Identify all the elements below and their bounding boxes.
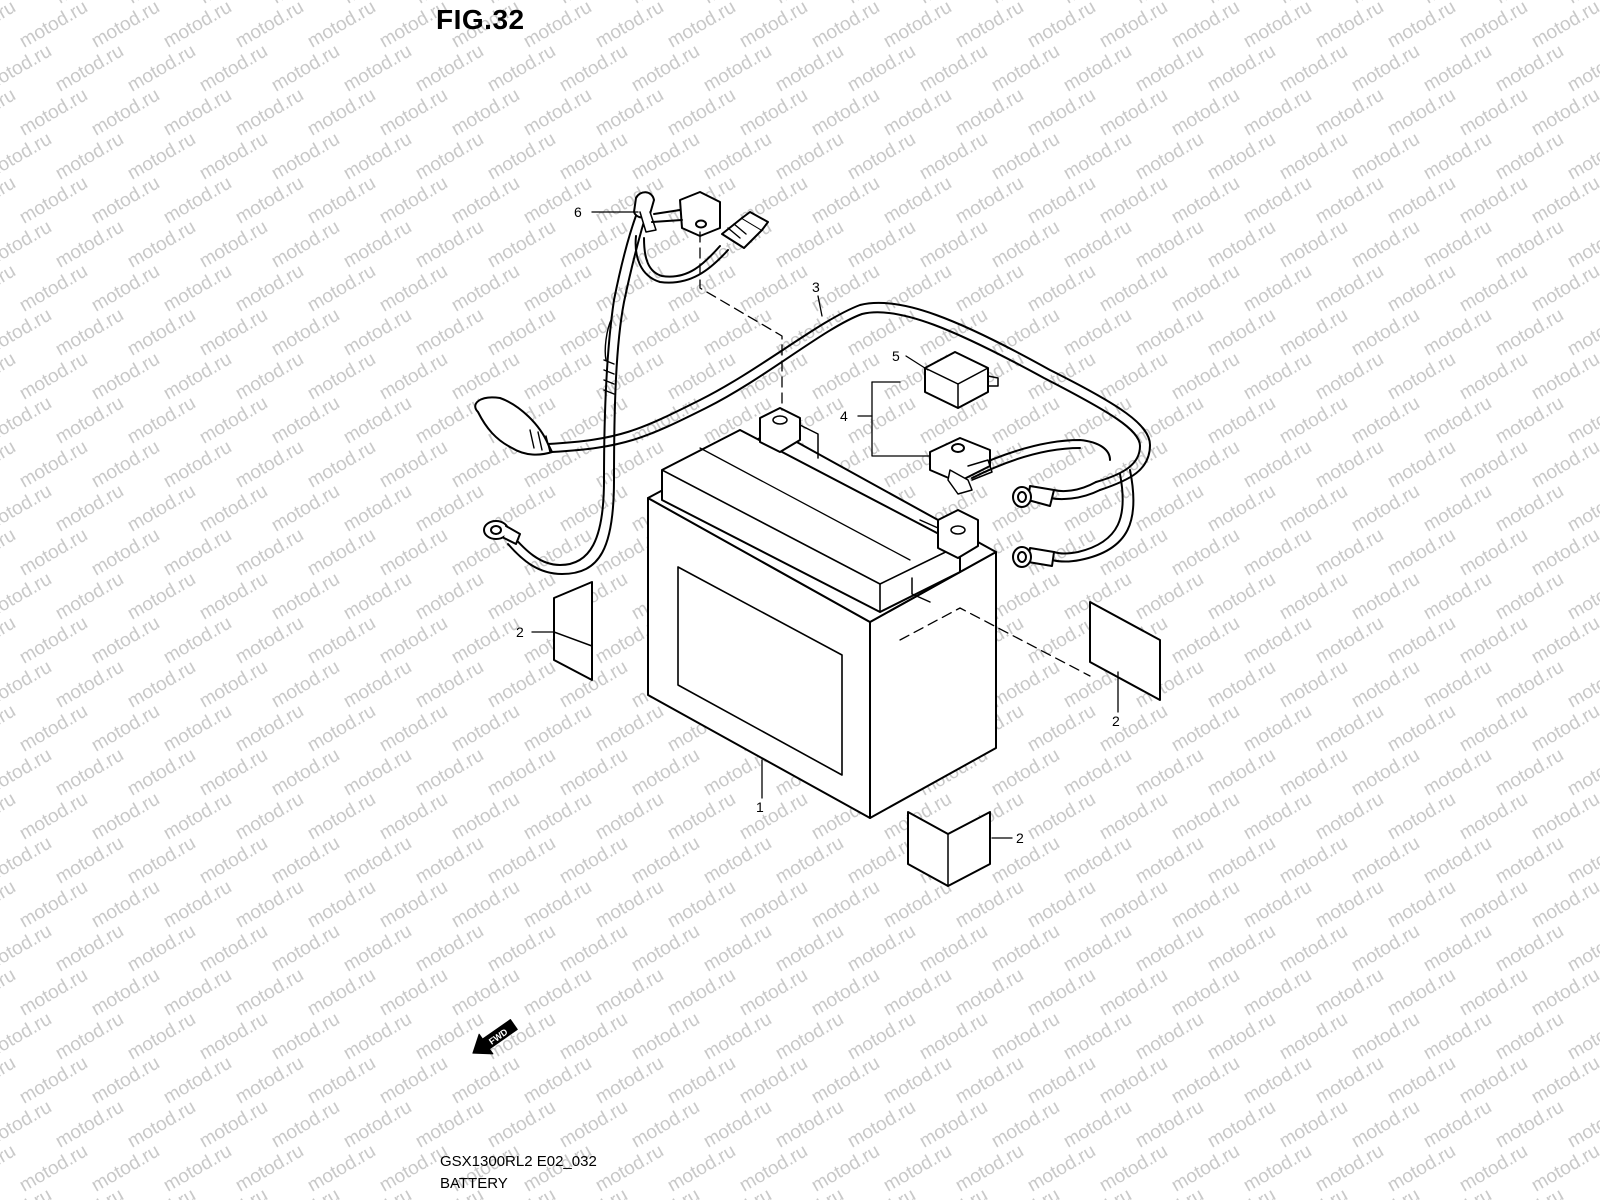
assembly-dashed-lines — [699, 231, 1091, 677]
fwd-arrow-icon: FWD — [472, 1019, 518, 1055]
battery-pad-left — [553, 581, 593, 681]
callout-labels: 6 3 5 4 2 2 1 2 — [516, 204, 1120, 846]
figure-title: FIG.32 — [436, 4, 525, 35]
callout-2c: 2 — [1016, 830, 1024, 846]
terminal-cover — [924, 351, 999, 409]
battery-pad-bottom — [907, 811, 991, 887]
callout-2b: 2 — [1112, 713, 1120, 729]
callout-3: 3 — [812, 279, 820, 295]
ground-cable — [483, 191, 769, 575]
callout-2a: 2 — [516, 624, 524, 640]
section-name: BATTERY — [440, 1175, 508, 1192]
terminal-bracket — [929, 437, 993, 495]
callout-1: 1 — [756, 799, 764, 815]
model-code: GSX1300RL2 E02_032 — [440, 1153, 597, 1170]
callout-4: 4 — [840, 408, 848, 424]
callout-5: 5 — [892, 348, 900, 364]
battery-cable-harness — [474, 301, 1151, 568]
battery-pad-right — [1089, 601, 1161, 701]
battery — [647, 407, 997, 819]
callout-6: 6 — [574, 204, 582, 220]
leader-lines — [531, 211, 1119, 839]
